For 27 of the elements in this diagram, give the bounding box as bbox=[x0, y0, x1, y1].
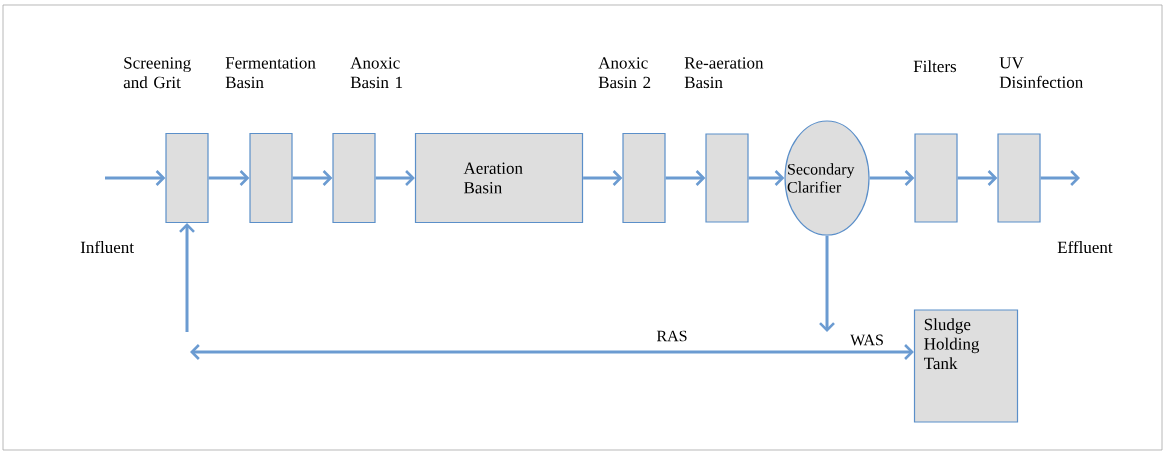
stream-label: Influent bbox=[80, 240, 134, 254]
edge-label: WAS bbox=[849, 333, 885, 347]
process-unit: Secondary Clarifier bbox=[784, 120, 870, 236]
edge-label: RAS bbox=[655, 329, 689, 343]
arrow bbox=[292, 170, 333, 186]
process-unit: Re-aeration Basin bbox=[684, 57, 764, 223]
process-unit: Anoxic Basin 1 bbox=[332, 57, 403, 224]
arrow bbox=[375, 170, 415, 186]
arrow bbox=[957, 170, 998, 186]
process-unit: Anoxic Basin 2 bbox=[598, 57, 666, 224]
process-unit: Filters bbox=[913, 60, 958, 223]
arrow bbox=[208, 170, 250, 186]
arrow bbox=[583, 170, 623, 186]
process-unit: Screening and Grit bbox=[123, 57, 209, 224]
process-unit: Fermentation Basin bbox=[225, 57, 316, 224]
arrow bbox=[819, 235, 835, 332]
process-unit: Aeration Basin bbox=[414, 132, 584, 224]
arrow bbox=[179, 223, 195, 332]
arrow bbox=[748, 170, 785, 186]
stream-label: Effluent bbox=[1057, 240, 1113, 254]
process-unit: Sludge Holding Tank bbox=[913, 309, 1019, 423]
process-unit: UV Disinfection bbox=[997, 57, 1083, 223]
arrow bbox=[665, 170, 706, 186]
arrow bbox=[869, 170, 915, 186]
arrow bbox=[105, 170, 166, 186]
arrow bbox=[190, 344, 914, 360]
arrow bbox=[1040, 170, 1080, 186]
